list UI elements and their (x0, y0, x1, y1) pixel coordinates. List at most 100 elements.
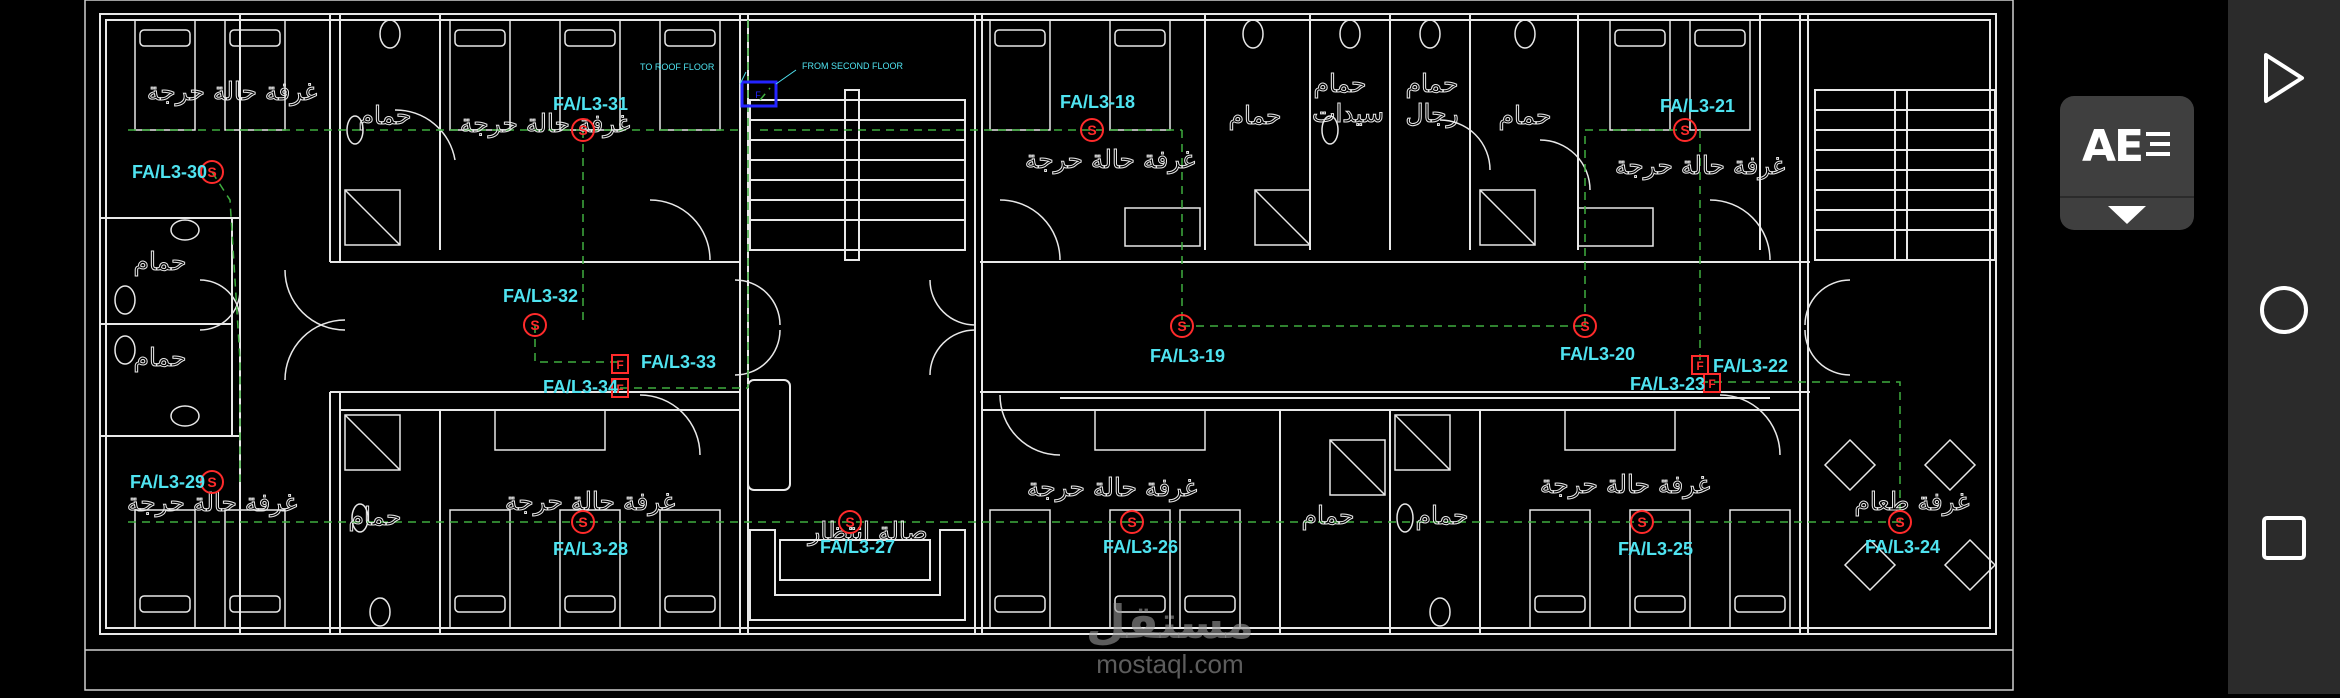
room-label-waiting-hall: صالة انتظار (806, 517, 927, 546)
smoke-detector-circle (1630, 510, 1654, 534)
recents-button[interactable] (2228, 482, 2340, 594)
watermark-url: mostaql.com (1096, 649, 1243, 679)
device-symbol: S (207, 474, 216, 490)
room-label-bathroom: حمام (1498, 101, 1551, 130)
watermark-logo: مستقل (1086, 595, 1254, 649)
smoke-detector-circle (838, 510, 862, 534)
device-symbol: S (1087, 122, 1096, 138)
walls (99, 13, 1997, 635)
fire-alarm-box (1703, 373, 1721, 393)
floor-plan-drawing: F TO ROOF FLOOR FROM SECOND FLOOR غرفة ح… (84, 0, 2014, 691)
smoke-detector-circle (571, 510, 595, 534)
room-label-bathroom: حمام (1228, 101, 1281, 130)
room-label-critical: غرفة حالة حرجة (1027, 473, 1197, 502)
smoke-detector: S (571, 510, 595, 534)
dropdown-arrow (2108, 206, 2146, 224)
device-symbol: F (616, 382, 623, 396)
fire-alarm-station: F (1703, 373, 1721, 393)
drawing-frame (84, 0, 2014, 691)
room-label-critical: غرفة حالة حرجة (1540, 470, 1710, 499)
device-symbol: S (1580, 318, 1589, 334)
smoke-detector: S (200, 160, 224, 184)
device-symbol: S (1637, 514, 1646, 530)
furniture-beds (134, 19, 1791, 629)
room-label-bathroom: حمام (133, 247, 186, 276)
room-label-mens: رجال (1405, 99, 1458, 128)
device-symbol: S (845, 514, 854, 530)
room-label-bathroom: حمام (1301, 501, 1354, 530)
text-size-popup[interactable]: AE (2060, 96, 2194, 230)
to-roof-note: TO ROOF FLOOR (640, 62, 715, 72)
device-symbol: F (1696, 359, 1703, 373)
alarm-wiring (128, 20, 1901, 523)
room-label-bathroom: حمام (133, 343, 186, 372)
room-label-bathroom: حمام (348, 502, 401, 531)
device-symbol: S (530, 317, 539, 333)
smoke-detector-circle (200, 160, 224, 184)
fire-alarm-station: F (611, 378, 629, 398)
circle-icon (2260, 286, 2308, 334)
smoke-detector: S (1673, 118, 1697, 142)
watermark: مستقل mostaql.com (1086, 595, 1254, 679)
smoke-detector-circle (1673, 118, 1697, 142)
riser-box: F TO ROOF FLOOR FROM SECOND FLOOR (640, 61, 904, 108)
floor-plan-view[interactable]: F TO ROOF FLOOR FROM SECOND FLOOR غرفة ح… (0, 0, 2228, 694)
device-symbol: S (207, 164, 216, 180)
device-label: FA/L3-22 (1713, 356, 1788, 376)
room-label-critical: غرفة حالة حرجة (460, 109, 630, 138)
room-label-critical: غرفة حالة حرجة (1025, 145, 1195, 174)
fire-alarm-station: F (611, 354, 629, 374)
from-second-note: FROM SECOND FLOOR (802, 61, 904, 71)
svg-text:F: F (755, 90, 761, 100)
device-label: FA/L3-23 (1630, 374, 1705, 394)
smoke-detector: S (1630, 510, 1654, 534)
text-size-label: AE (2081, 120, 2144, 172)
device-label: FA/L3-30 (132, 162, 207, 182)
device-label: FA/L3-31 (553, 94, 628, 114)
smoke-detector-circle (200, 470, 224, 494)
square-icon (2262, 516, 2306, 560)
device-symbol: F (616, 358, 623, 372)
device-label: FA/L3-27 (820, 537, 895, 557)
device-symbol: S (1127, 514, 1136, 530)
device-label: FA/L3-24 (1865, 537, 1940, 557)
smoke-detector-circle (1573, 314, 1597, 338)
room-label-dining: غرفة طعام (1854, 487, 1969, 516)
device-label: FA/L3-21 (1660, 96, 1735, 116)
smoke-detector-circle (1888, 510, 1912, 534)
dining-tables (1823, 438, 1997, 592)
room-label-womens: سيدات (1312, 99, 1384, 128)
smoke-detector-circle (1080, 118, 1104, 142)
device-label: FA/L3-26 (1103, 537, 1178, 557)
device-symbol: S (1895, 514, 1904, 530)
smoke-detector: S (1170, 314, 1194, 338)
room-label-critical: غرفة حالة حرجة (147, 77, 317, 106)
room-label-bathroom: حمام (1415, 501, 1468, 530)
fire-alarm-box (611, 354, 629, 374)
device-symbol: S (1177, 318, 1186, 334)
device-label: FA/L3-20 (1560, 344, 1635, 364)
triangle-down-icon[interactable] (2060, 196, 2194, 232)
device-symbol: F (1708, 377, 1715, 391)
smoke-detector: S (1888, 510, 1912, 534)
device-label: FA/L3-33 (641, 352, 716, 372)
fire-alarm-station: F (1691, 355, 1709, 375)
smoke-detector-circle (571, 118, 595, 142)
text-lines-icon (2146, 132, 2171, 156)
room-label-bathroom: حمام (358, 101, 411, 130)
back-button[interactable] (2228, 22, 2340, 134)
smoke-detector: S (1120, 510, 1144, 534)
home-button[interactable] (2228, 254, 2340, 366)
smoke-detector-circle (1170, 314, 1194, 338)
device-symbol: S (578, 514, 587, 530)
door-swings (199, 109, 1851, 456)
text-size-icon[interactable]: AE (2060, 96, 2194, 196)
device-label: FA/L3-29 (130, 472, 205, 492)
device-symbol: S (1680, 122, 1689, 138)
smoke-detector: S (571, 118, 595, 142)
furniture-bathroom (114, 19, 1536, 627)
device-label: FA/L3-18 (1060, 92, 1135, 112)
smoke-detector-circle (523, 313, 547, 337)
room-labels: غرفة حالة حرجة غرفة حالة حرجة غرفة حالة … (126, 69, 1970, 547)
